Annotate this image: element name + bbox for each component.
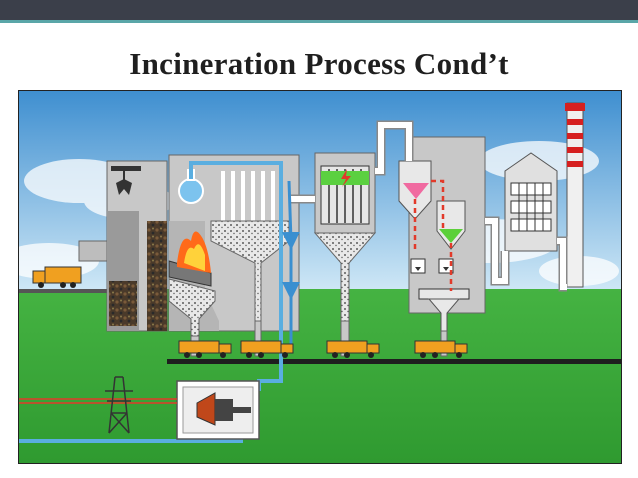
- bag-filter-unit: [504, 152, 558, 252]
- incineration-plant-diagram: [18, 90, 622, 464]
- slide-title: Incineration Process Cond’t: [129, 46, 509, 81]
- crane-claw-icon: [111, 166, 141, 195]
- grate-fire: [168, 231, 212, 287]
- reagent-funnel: [439, 229, 463, 243]
- waste-bunker-building: [78, 160, 168, 332]
- dump-truck-icon: [32, 266, 468, 358]
- front-road: [167, 359, 621, 364]
- turbine-generator-icon: [176, 380, 260, 440]
- slide-top-bar: [0, 0, 638, 20]
- chimney-icon: [565, 102, 585, 288]
- lightning-icon: [341, 169, 351, 187]
- left-road: [19, 289, 109, 293]
- power-line: [19, 398, 177, 404]
- flue-gas-path: [413, 179, 453, 291]
- dust-funnel: [403, 183, 429, 199]
- boiler-tubes: [221, 171, 275, 221]
- power-pylon-icon: [105, 376, 133, 434]
- flue-gas-scrubber-building: [398, 136, 486, 332]
- slide-top-accent: [0, 20, 638, 23]
- cooling-water-pipe: [281, 180, 300, 351]
